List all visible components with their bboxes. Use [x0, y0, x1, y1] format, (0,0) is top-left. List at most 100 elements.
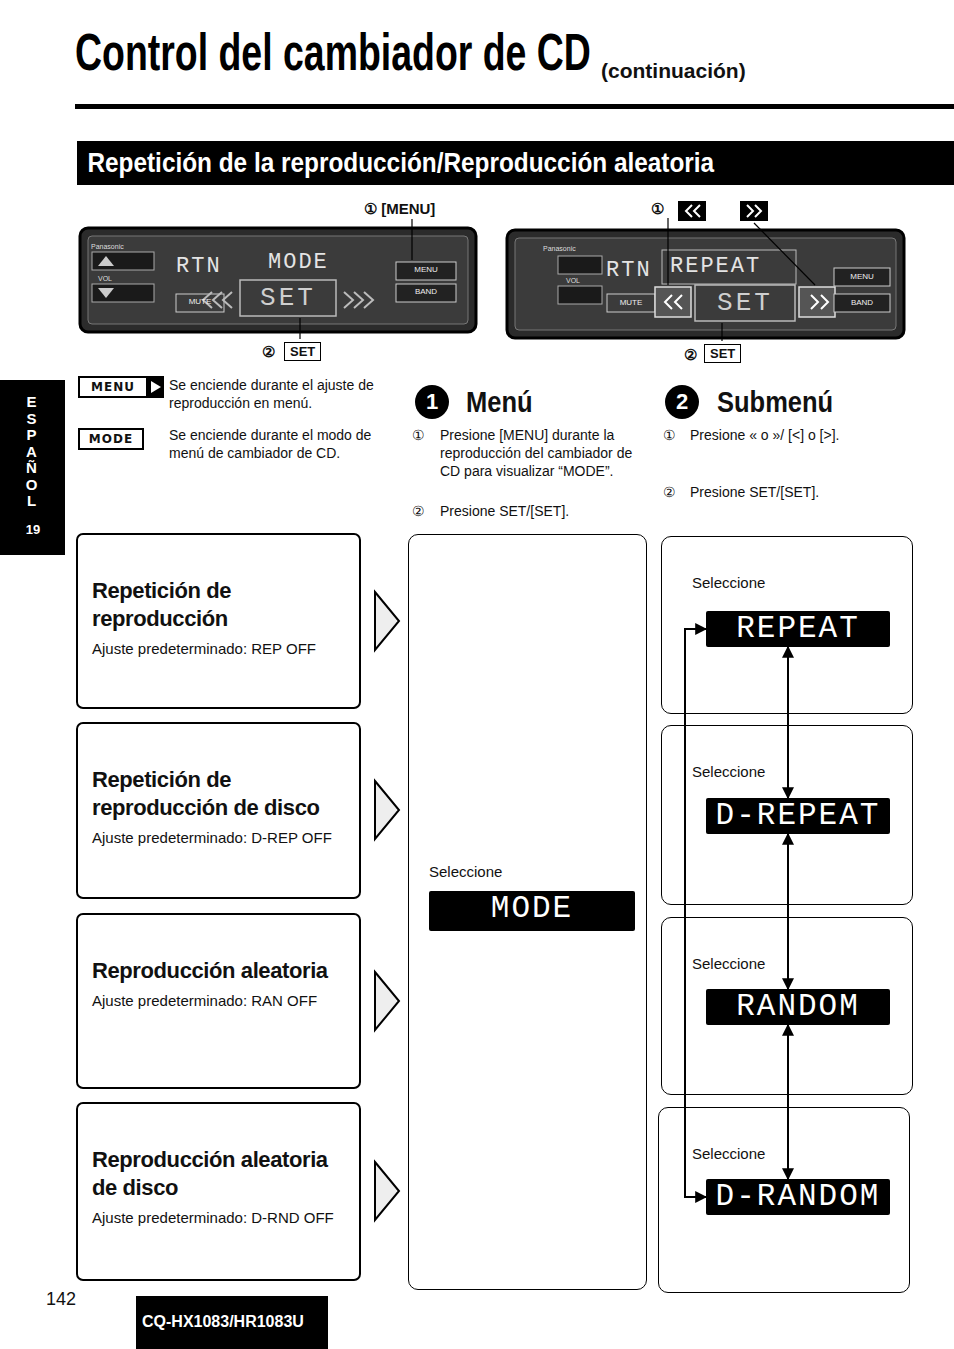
- display-text: SET: [240, 283, 336, 313]
- button-label: MENU: [842, 269, 882, 285]
- indicator-icon: MODE: [78, 428, 144, 450]
- instruction-text: Seleccione: [692, 763, 765, 781]
- radio-display: [92, 284, 154, 302]
- double-arrow-connector: [787, 647, 789, 798]
- panel-marking: VOL: [566, 276, 580, 285]
- radio-display: [396, 262, 456, 280]
- step-circle: [415, 385, 449, 419]
- instruction-text: ①: [663, 426, 676, 444]
- radio-display: [240, 280, 336, 316]
- icon-arrow: [148, 376, 164, 398]
- default-setting: Ajuste predeterminado: D-RND OFF: [92, 1208, 345, 1228]
- box-heading: Repetición de reproducción: [92, 577, 345, 633]
- display-text: RANDOM: [706, 989, 890, 1025]
- button-name: SET: [704, 344, 741, 363]
- display-text: RTN: [606, 258, 652, 284]
- button-label: BAND: [406, 284, 446, 300]
- step-number: 1: [422, 389, 442, 415]
- leader-line: [754, 223, 815, 285]
- submenu-box: SeleccioneRANDOM: [661, 917, 913, 1095]
- display-text: D-RANDOM: [706, 1179, 890, 1215]
- radio-display: [834, 294, 890, 312]
- instruction-text: Seleccione: [692, 1145, 765, 1163]
- callout-number: ① [MENU]: [364, 200, 435, 218]
- display-text: REPEAT: [670, 254, 761, 280]
- button-icon: [678, 201, 706, 221]
- model-number: CQ-HX1083/HR1083U: [142, 1312, 304, 1332]
- icon-text: MODE: [80, 430, 142, 448]
- radio-display: [507, 230, 904, 338]
- panel-marking: VOL: [98, 274, 112, 283]
- radio-display: [98, 256, 114, 266]
- icon-text: MENU: [80, 378, 146, 396]
- radio-display: [662, 250, 796, 284]
- mode-box: Reproducción aleatoria de discoAjuste pr…: [76, 1102, 361, 1281]
- instruction-text: Presione SET/[SET].: [690, 483, 865, 501]
- radio-display: [695, 285, 795, 321]
- mode-box: Repetición de reproducciónAjuste predete…: [76, 533, 361, 709]
- step-number: 2: [672, 389, 692, 415]
- display-text: MODE: [268, 250, 329, 276]
- page-number: 142: [46, 1288, 76, 1310]
- step-heading: Menú: [466, 384, 533, 420]
- instruction-text: ②: [412, 502, 425, 520]
- leader-line: [299, 318, 300, 339]
- display-box: D-RANDOM: [706, 1179, 890, 1215]
- menu-box: SeleccioneMODE: [408, 534, 647, 1290]
- submenu-box: SeleccioneD-REPEAT: [661, 725, 913, 905]
- radio-display: [558, 286, 602, 304]
- submenu-box: SeleccioneD-RANDOM: [658, 1107, 910, 1293]
- leader-line: [667, 218, 668, 285]
- radio-display: [98, 288, 114, 298]
- box-heading: Repetición de reproducción de disco: [92, 766, 345, 822]
- instruction-text: Presione « o »/ [<] o [>].: [690, 426, 865, 444]
- button-label: MENU: [406, 262, 446, 278]
- default-setting: Ajuste predeterminado: RAN OFF: [92, 991, 345, 1011]
- double-arrow-connector: [685, 629, 706, 1197]
- panel-marking: Panasonic: [543, 244, 576, 253]
- step-circle: [415, 385, 699, 419]
- double-arrow-connector: [787, 834, 789, 989]
- instruction-text: Presione [MENU] durante la reproducción …: [440, 426, 652, 480]
- icon-arrow: [148, 376, 164, 398]
- radio-display: [607, 294, 655, 312]
- icon-description: Se enciende durante el ajuste de reprodu…: [169, 376, 407, 412]
- indicator-icon: MENU: [78, 376, 148, 398]
- radio-display: [507, 230, 904, 338]
- language-tab: [0, 380, 65, 555]
- instruction-text: ②: [663, 483, 676, 501]
- radio-display: [88, 236, 468, 324]
- icon-arrow: [151, 381, 161, 393]
- display-text: D-REPEAT: [706, 798, 890, 834]
- radio-display: [515, 238, 896, 330]
- mode-box: Repetición de reproducción de discoAjust…: [76, 722, 361, 899]
- button-label: BAND: [842, 295, 882, 311]
- instruction-text: Presione SET/[SET].: [440, 502, 652, 520]
- box-heading: Reproducción aleatoria de disco: [92, 1146, 345, 1202]
- display-text: MODE: [429, 891, 635, 927]
- radio-display: [655, 287, 691, 317]
- pointer-triangle: [375, 592, 399, 1220]
- button-label: MUTE: [611, 295, 651, 311]
- footer-bar: [136, 1296, 328, 1349]
- language-tab-text: ESPAÑOL: [24, 394, 39, 510]
- instruction-text: ①: [412, 426, 425, 444]
- button-icon: [678, 201, 768, 221]
- radio-display: [834, 268, 890, 286]
- step-heading: Submenú: [717, 384, 833, 420]
- button-name: SET: [284, 342, 321, 361]
- display-text: SET: [695, 288, 795, 318]
- panel-marking: Panasonic: [91, 242, 124, 251]
- display-box: RANDOM: [706, 989, 890, 1025]
- language-tab: [0, 380, 65, 555]
- button-icon: [686, 205, 700, 217]
- radio-display: [80, 228, 476, 332]
- display-text: REPEAT: [706, 611, 890, 647]
- pointer-triangle: [375, 592, 399, 650]
- display-text: RTN: [176, 254, 222, 280]
- radio-display: [558, 256, 602, 274]
- section-heading: Repetición de la reproducción/Reproducci…: [77, 141, 840, 185]
- instruction-text: Seleccione: [429, 863, 502, 881]
- display-box: D-REPEAT: [706, 798, 890, 834]
